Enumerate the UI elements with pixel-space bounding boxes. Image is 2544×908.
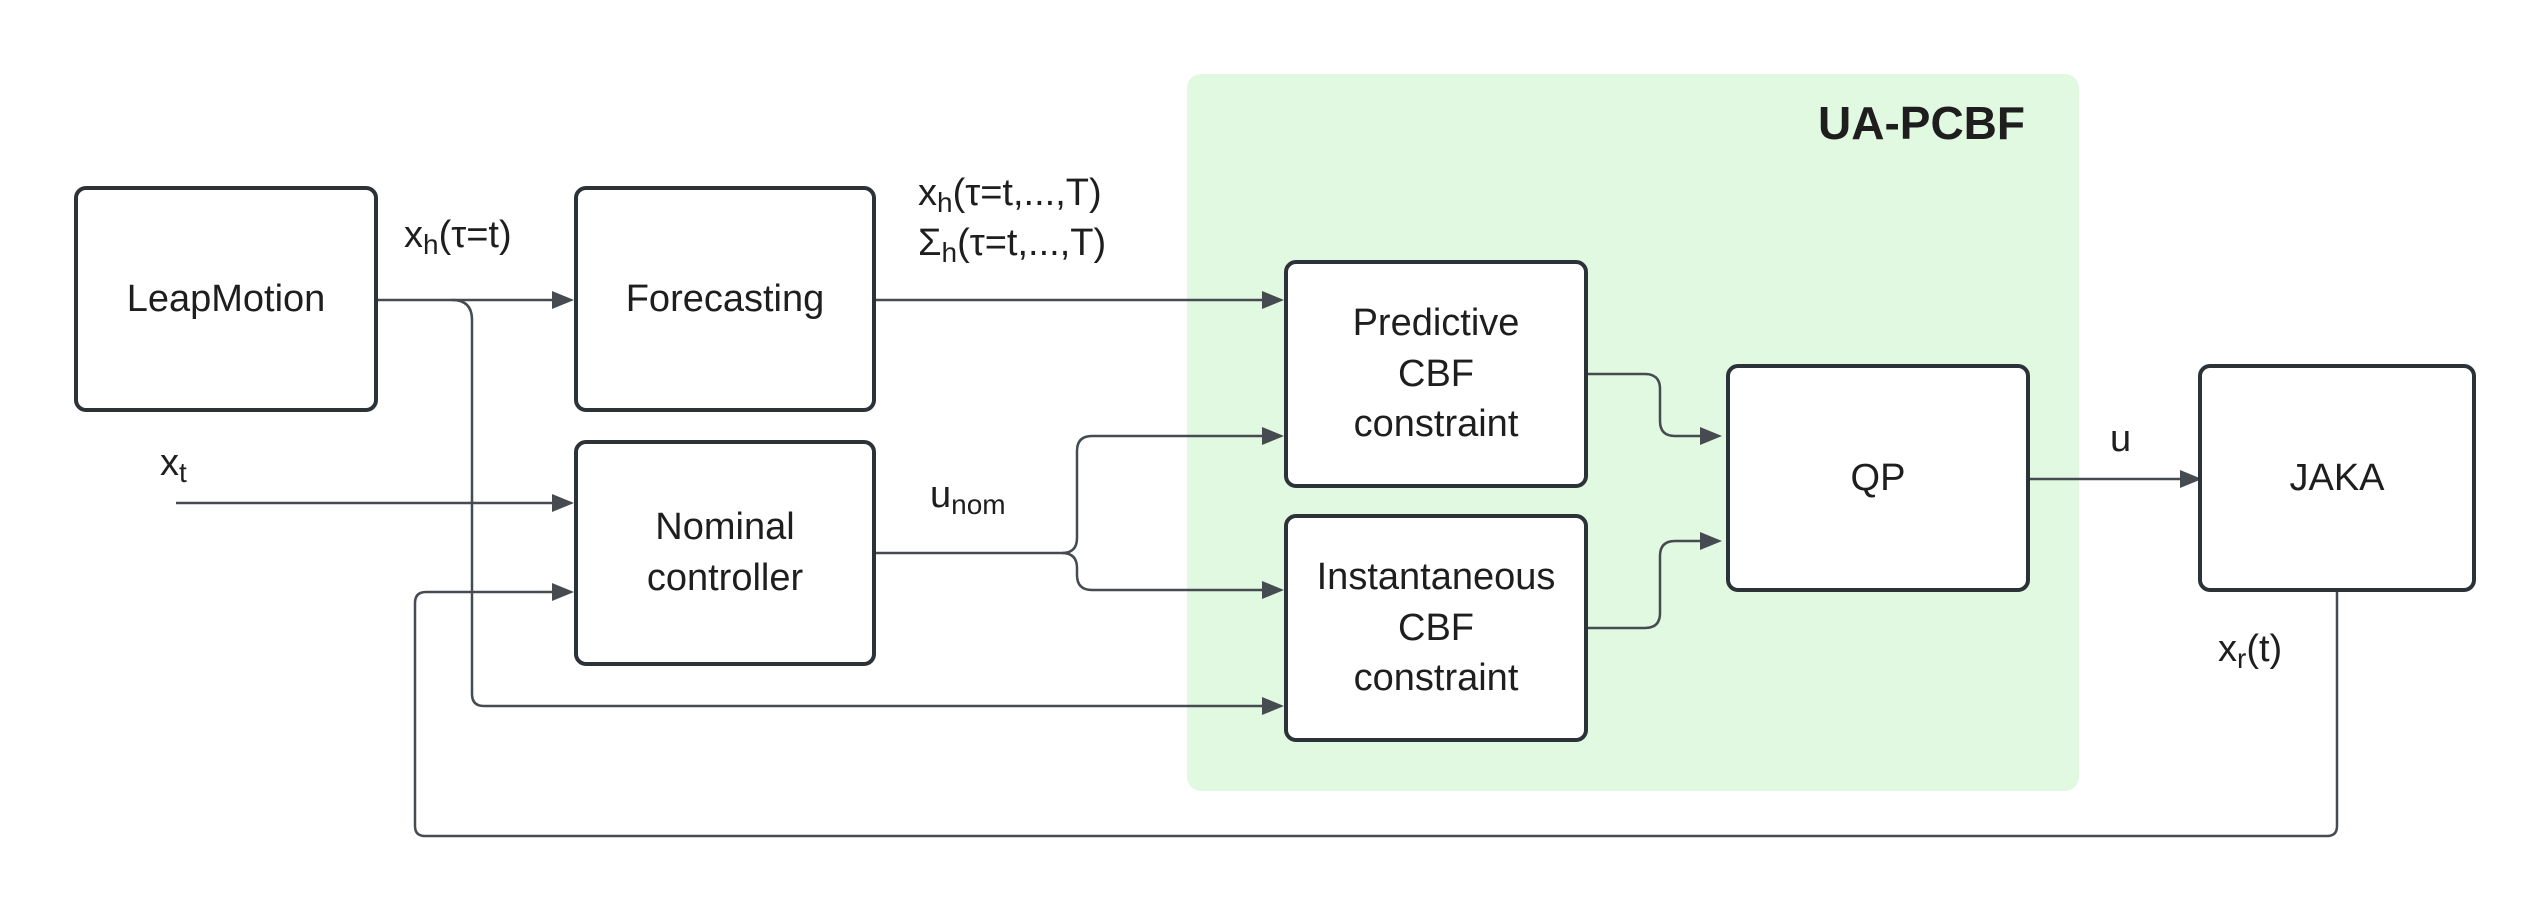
label-u: u — [2110, 418, 2132, 460]
label-xr: xr(t) — [2218, 628, 2283, 674]
forecasting-label: Forecasting — [625, 277, 825, 320]
arrow-leapmotion-instantaneous — [451, 298, 1262, 708]
forecasting-block: Forecasting — [574, 186, 876, 412]
label-xt: xt — [160, 442, 187, 488]
label-sigma-horizon: Σh(τ=t,...,T) — [918, 222, 1107, 268]
nominal-controller-label: Nominal controller — [646, 506, 804, 599]
instantaneous-cbf-label: Instantaneous CBF constraint — [1316, 556, 1556, 700]
instantaneous-cbf-block: Instantaneous CBF constraint — [1284, 514, 1588, 742]
nominal-controller-block: Nominal controller — [574, 440, 876, 666]
arrow-nominal-instantaneous — [1061, 551, 1262, 592]
arrow-feedback-jaka-nominal — [413, 590, 2339, 838]
label-xh-horizon: xh(τ=t,...,T) — [918, 172, 1102, 218]
qp-label: QP — [1850, 456, 1906, 499]
arrow-nominal-predictive — [876, 434, 1262, 555]
jaka-label: JAKA — [2289, 456, 2385, 499]
label-unom: unom — [930, 474, 1006, 520]
arrow-predictive-qp — [1588, 372, 1700, 438]
label-xh-now: xh(τ=t) — [404, 214, 512, 260]
leapmotion-label: LeapMotion — [126, 277, 326, 320]
leapmotion-block: LeapMotion — [74, 186, 378, 412]
predictive-cbf-block: Predictive CBF constraint — [1284, 260, 1588, 488]
qp-block: QP — [1726, 364, 2030, 592]
predictive-cbf-label: Predictive CBF constraint — [1352, 302, 1520, 446]
jaka-block: JAKA — [2198, 364, 2476, 592]
ua-pcbf-title: UA-PCBF — [1818, 97, 2025, 149]
arrowheads — [552, 291, 2202, 715]
arrow-instantaneous-qp — [1588, 539, 1700, 630]
